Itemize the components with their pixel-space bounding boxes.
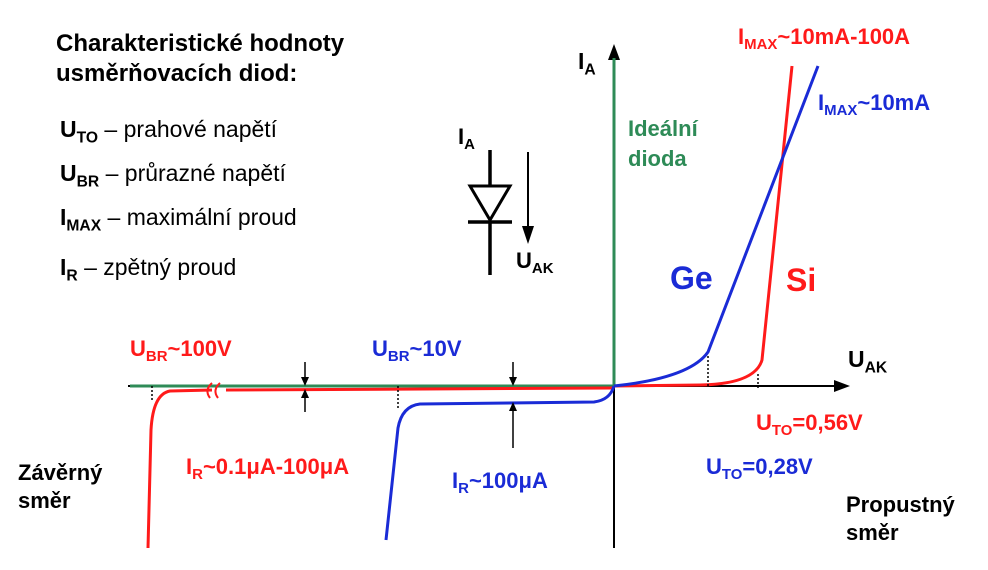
uto-si-value: =0,56V xyxy=(792,410,863,435)
voltage-arrowhead xyxy=(522,226,534,244)
imax-ge-subscript: MAX xyxy=(824,102,858,120)
ir-si-arrowhead-top xyxy=(301,377,309,386)
legend-uto-subscript: TO xyxy=(76,129,99,147)
legend-item-ir: IR – zpětný proud xyxy=(60,254,237,284)
ubr-ge-symbol: U xyxy=(372,336,388,361)
forward-region-label-line-1: Propustný xyxy=(846,492,955,517)
imax-si-symbol: I xyxy=(738,24,745,49)
ge-curve-label: Ge xyxy=(670,260,713,296)
legend-uto-text: – prahové napětí xyxy=(98,116,278,142)
legend-ubr-text: – průrazné napětí xyxy=(99,160,286,186)
title-line-2: usměrňovacích diod: xyxy=(56,60,298,87)
legend-imax-subscript: MAX xyxy=(66,217,102,235)
ge-reverse-curve xyxy=(384,385,616,541)
x-axis-label: UAK xyxy=(848,346,887,376)
legend-imax-text: – maximální proud xyxy=(101,204,297,230)
imax-si-subscript: MAX xyxy=(744,36,778,54)
si-reverse-curve-continued xyxy=(225,386,613,392)
diode-current-label: IA xyxy=(458,124,475,153)
ir-ge-label: IR~100μA xyxy=(452,468,548,497)
legend-item-ubr: UBR – průrazné napětí xyxy=(60,160,286,190)
uto-ge-value: =0,28V xyxy=(742,454,813,479)
ubr-si-symbol: U xyxy=(130,336,146,361)
uto-si-label: UTO=0,56V xyxy=(756,410,863,439)
uto-ge-symbol: U xyxy=(706,454,722,479)
imax-si-value: ~10mA-100A xyxy=(777,24,911,49)
imax-ge-symbol: I xyxy=(818,90,825,115)
si-reverse-curve xyxy=(146,388,213,549)
x-axis-subscript: AK xyxy=(864,359,888,377)
y-axis-label: IA xyxy=(578,48,596,78)
ir-ge-arrowhead-top xyxy=(509,377,517,386)
legend-item-uto: UTO – prahové napětí xyxy=(60,116,278,146)
y-axis-arrowhead xyxy=(608,44,620,60)
ir-ge-value: ~100μA xyxy=(468,468,548,493)
ideal-diode-label-line-1: Ideální xyxy=(628,116,698,141)
title-line-1: Charakteristické hodnoty xyxy=(56,30,345,57)
ubr-ge-label: UBR~10V xyxy=(372,336,462,365)
diode-voltage-label: UAK xyxy=(516,248,554,277)
si-forward-curve xyxy=(613,65,794,388)
ir-si-symbol: I xyxy=(186,454,193,479)
x-axis-arrowhead xyxy=(834,380,850,392)
uto-ge-subscript: TO xyxy=(721,466,743,484)
diode-current-subscript: A xyxy=(464,136,475,154)
ir-si-subscript: R xyxy=(192,466,203,484)
ubr-si-value: ~100V xyxy=(167,336,232,361)
uto-si-subscript: TO xyxy=(771,422,793,440)
reverse-region-label-line-2: směr xyxy=(18,488,71,513)
ir-si-value: ~0.1μA-100μA xyxy=(202,454,350,479)
legend-ubr-symbol: U xyxy=(60,160,77,186)
ge-forward-curve xyxy=(613,65,820,388)
ir-si-label: IR~0.1μA-100μA xyxy=(186,454,350,483)
ubr-si-subscript: BR xyxy=(145,348,168,366)
diode-voltage-subscript: AK xyxy=(531,260,554,278)
ir-ge-subscript: R xyxy=(458,480,469,498)
uto-ge-label: UTO=0,28V xyxy=(706,454,813,483)
reverse-region-label-line-1: Závěrný xyxy=(18,460,103,485)
ir-si-arrowhead-bottom xyxy=(301,389,309,398)
y-axis-subscript: A xyxy=(584,61,596,79)
ubr-ge-value: ~10V xyxy=(409,336,462,361)
diode-current-symbol: I xyxy=(458,124,465,149)
legend-ubr-subscript: BR xyxy=(76,173,100,191)
y-axis-symbol: I xyxy=(578,48,585,74)
ir-ge-arrowhead-bottom xyxy=(509,402,517,411)
ubr-ge-subscript: BR xyxy=(387,348,410,366)
si-axis-break-mark xyxy=(206,382,221,399)
legend-item-imax: IMAX – maximální proud xyxy=(60,204,297,234)
legend-ir-symbol: I xyxy=(60,254,67,280)
diode-triangle xyxy=(467,184,513,223)
diode-symbol xyxy=(467,150,534,275)
legend-ir-text: – zpětný proud xyxy=(77,254,237,280)
x-axis-symbol: U xyxy=(848,346,865,372)
legend-ir-subscript: R xyxy=(66,267,78,285)
uto-si-symbol: U xyxy=(756,410,772,435)
ideal-diode-label-line-2: dioda xyxy=(628,146,687,171)
forward-region-label-line-2: směr xyxy=(846,520,899,545)
imax-si-label: IMAX~10mA-100A xyxy=(738,24,911,53)
legend-imax-symbol: I xyxy=(60,204,67,230)
diode-voltage-symbol: U xyxy=(516,248,532,273)
si-curve-label: Si xyxy=(786,262,817,298)
legend-uto-symbol: U xyxy=(60,116,77,142)
ir-ge-symbol: I xyxy=(452,468,459,493)
imax-ge-value: ~10mA xyxy=(857,90,931,115)
ubr-si-label: UBR~100V xyxy=(130,336,232,365)
imax-ge-label: IMAX~10mA xyxy=(818,90,931,119)
